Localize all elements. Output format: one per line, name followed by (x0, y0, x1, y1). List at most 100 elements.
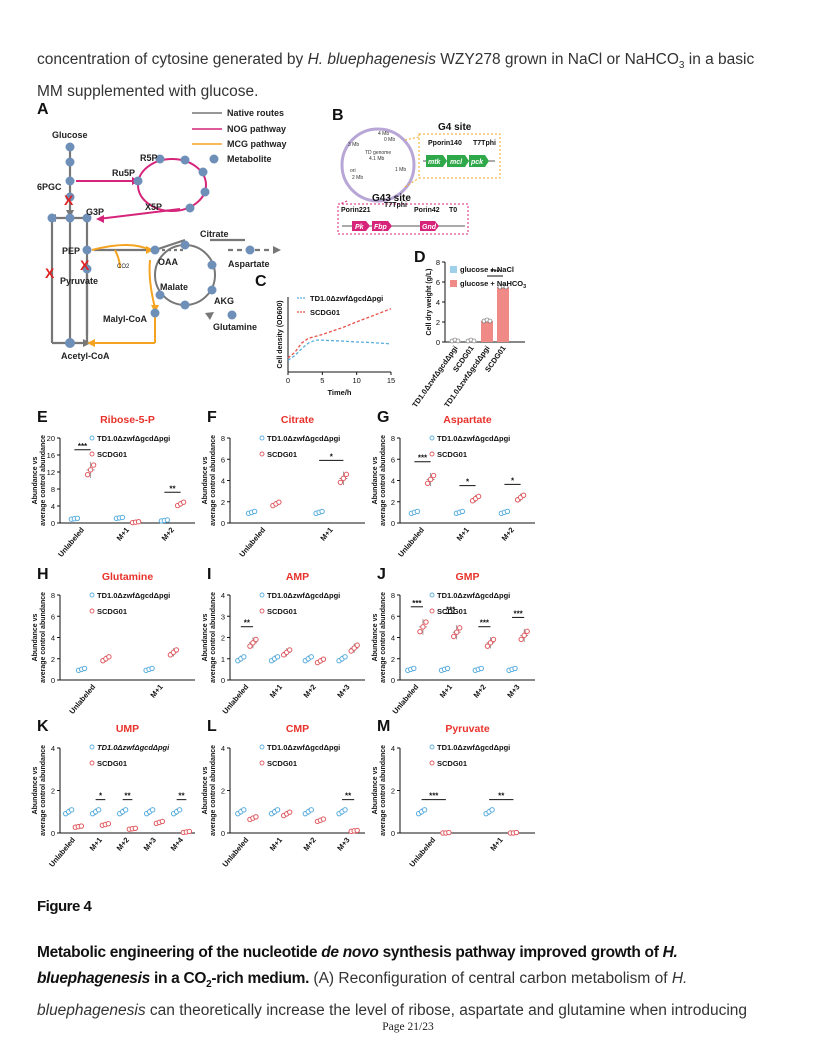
subscript: 2 (206, 979, 212, 991)
legend-swatch (429, 608, 435, 614)
data-point (81, 665, 88, 672)
data-point (457, 625, 463, 631)
panel-letter: I (207, 566, 211, 583)
data-point (521, 632, 527, 639)
legend-label: SCDG01 (437, 607, 467, 616)
legend-swatch (259, 760, 265, 766)
x-category-label: M+2 (160, 526, 176, 543)
y-tick-label: 2 (221, 498, 225, 507)
legend-swatch (259, 451, 265, 457)
bar (497, 287, 509, 342)
y-tick-label: 8 (51, 485, 55, 494)
x-category-label: Unlabeled (67, 682, 97, 716)
genome-label: 3 Mb (348, 142, 359, 148)
legend-label: SCDG01 (267, 607, 297, 616)
x-category-label: Unlabeled (390, 682, 420, 716)
y-axis-label-line: Abundance vs (32, 613, 39, 661)
bar (481, 321, 493, 342)
x-category-label: M+1 (268, 836, 284, 853)
x-category-label: M+3 (335, 683, 351, 700)
y-tick-label: 0 (436, 338, 440, 347)
y-axis-label-line: Abundance vs (372, 456, 379, 504)
y-tick-label: 2 (391, 498, 395, 507)
y-tick-label: 6 (51, 612, 55, 621)
y-axis-label-line: Abundance vs (32, 456, 39, 504)
legend-mcg: MCG pathway (227, 139, 287, 149)
legend-label: SCDG01 (97, 450, 127, 459)
data-point (487, 318, 493, 324)
x-category-label: M+1 (88, 836, 104, 853)
panel-letter: J (377, 566, 386, 583)
x-category-label: Unlabeled (220, 682, 250, 716)
data-point (520, 492, 527, 498)
x-category-label: Unlabeled (56, 525, 86, 559)
panel-title: Ribose-5-P (100, 414, 155, 426)
y-axis-label-line: average control abundance (40, 435, 47, 526)
panel-title: Pyruvate (445, 723, 490, 735)
y-axis-label: Abundance vsaverage control abundance (202, 592, 217, 683)
data-point (524, 628, 530, 635)
significance-label: * (511, 476, 515, 485)
x-category-label: M+2 (115, 836, 131, 853)
data-point (340, 475, 347, 482)
data-point (173, 647, 180, 653)
legend-label: glucose + NaCl (460, 265, 514, 274)
metabolite-pyruvate: Pyruvate (60, 276, 98, 286)
x-category-label: M+2 (301, 836, 317, 853)
terminator-label: T7Tphi (384, 202, 407, 209)
data-point (78, 823, 85, 829)
legend-swatch (450, 266, 457, 273)
data-point (119, 514, 126, 521)
legend-swatch (89, 760, 95, 766)
data-point (337, 479, 344, 486)
x-category-label: Unlabeled (237, 525, 267, 559)
metabolite-co2: CO2 (117, 264, 130, 270)
significance-label: * (466, 478, 470, 487)
panel-title: UMP (116, 723, 139, 735)
panel-letter: M (377, 718, 390, 735)
y-tick-label: 0 (391, 519, 395, 528)
y-tick-label: 4 (221, 744, 225, 753)
genome-label: 4 Mb (378, 131, 389, 137)
data-point (149, 665, 155, 672)
x-category-label: M+1 (268, 683, 284, 700)
series-line-scdg01 (287, 308, 392, 359)
caption-title: in a CO (149, 970, 207, 987)
y-tick-label: 6 (391, 455, 395, 464)
metabolite-citrate: Citrate (200, 229, 229, 239)
series-line-td1 (287, 339, 392, 361)
data-point (504, 508, 511, 515)
legend-swatch (429, 451, 435, 457)
data-point (503, 284, 509, 290)
data-point (241, 807, 247, 813)
x-category-label: Unlabeled (220, 835, 250, 869)
promoter-label: Porin221 (341, 207, 371, 214)
legend-label: TD1.0ΔzwfΔgcdΔpgi (437, 591, 510, 600)
significance-label: * (330, 452, 334, 461)
y-tick-label: 2 (221, 634, 225, 643)
y-axis-label-line: Abundance vs (202, 456, 209, 504)
y-axis-label-line: Abundance vs (202, 613, 209, 661)
y-tick-label: 16 (47, 451, 55, 460)
legend-swatch (89, 744, 95, 750)
legend-label: TD1.0ΔzwfΔgcdΔpgi (267, 434, 340, 443)
metabolite-pep: PEP (62, 246, 80, 256)
x-category-label: Unlabeled (47, 835, 77, 869)
data-point (430, 472, 437, 479)
legend-label: TD1.0ΔzwfΔgcdΔpgi (437, 743, 510, 752)
legend-swatch (259, 608, 265, 614)
y-tick-label: 4 (391, 634, 395, 643)
genome-label: ori (350, 168, 356, 174)
data-point (253, 636, 259, 643)
data-point (487, 640, 494, 646)
data-point (287, 647, 293, 653)
y-tick-label: 2 (391, 655, 395, 664)
data-point (149, 807, 156, 813)
data-point (320, 816, 327, 822)
x-category-label: M+1 (488, 836, 504, 853)
legend-label: TD1.0ΔzwfΔgcdΔpgi (267, 591, 340, 600)
data-point (455, 338, 461, 344)
